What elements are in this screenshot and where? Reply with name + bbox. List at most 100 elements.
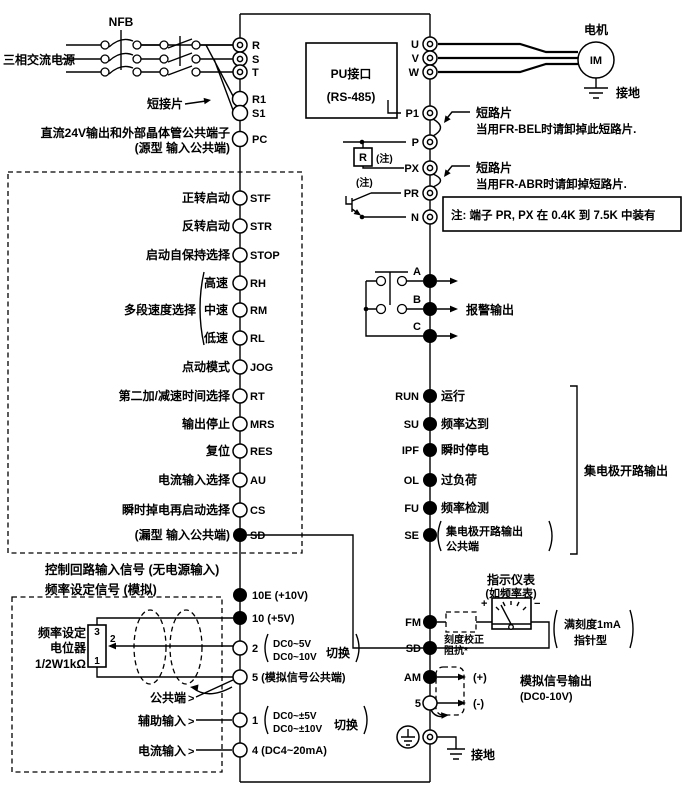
se-desc-parens [437,520,553,552]
terminal-rl-label: RL [250,333,265,345]
terminal-1-switch-label: 切换 [334,717,359,732]
note-box [442,196,682,232]
meter-minus-label: − [534,598,540,610]
alarm-output-label: 报警输出 [466,302,514,317]
analog-plus-label: (+) [473,672,487,684]
pot-desc-line1: 频率设定 [38,625,86,640]
terminal-stf-label: STF [250,193,271,205]
au-desc: 电流输入选择 [158,472,231,487]
note-mark-1: (注) [376,152,393,165]
motor-label: 电机 [584,22,608,37]
terminal-2-range-b: DC0~10V [273,652,317,663]
terminal-2-label: 2 [252,643,258,655]
pot-pin2-label: 2 [110,634,116,645]
control-input-dashed-box [7,171,303,554]
terminal-sd-right-label: SD [406,643,421,655]
terminal-px-label: PX [404,163,419,175]
dc-bus-circuit [343,100,470,220]
terminal-au-label: AU [250,475,266,487]
rh-desc: 高速 [204,275,228,290]
meter-spec-line1: 满刻度1mA [564,617,621,631]
stf-desc: 正转启动 [182,190,230,205]
alarm-relay-circuit [363,271,458,340]
terminal-4-label: 4 (DC4~20mA) [252,745,327,757]
jog-desc: 点动模式 [182,359,230,374]
section-control-input: 控制回路输入信号 (无电源输入) [45,562,219,577]
terminal-pr-label: PR [404,188,419,200]
cs-desc: 瞬时掉电再启动选择 [122,502,231,517]
terminal-u-label: U [411,39,419,51]
analog-output-label: 模拟信号输出 [520,673,592,688]
terminal-se-label: SE [404,530,419,542]
pc-desc-line2: (源型 输入公共端) [135,140,230,155]
potentiometer-circuit [87,609,234,751]
left-terminal-circles [231,37,249,758]
pc-desc-line1: 直流24V输出和外部晶体管公共端子 [41,125,230,140]
note-mark-2: (注) [356,176,373,189]
stop-desc: 启动自保持选择 [146,247,231,262]
terminal-rh-label: RH [250,278,266,290]
calibration-resistor-line1: 刻度校正 [444,633,484,646]
pot-pin1-label: 1 [94,656,100,667]
terminal-n-label: N [411,212,419,224]
terminal-r-label: R [252,40,260,52]
relay-terminal-b-label: B [413,294,421,306]
current-input-label: 电流输入 [138,743,186,758]
pot-desc-line2: 电位器 [50,640,87,655]
terminal-5-label: 5 (模拟信号公共端) [252,670,346,684]
terminal-2-switch-label: 切换 [326,645,351,660]
terminal-res-label: RES [250,446,273,458]
terminal-1-label: 1 [252,715,258,727]
terminal-1-range-parens [264,705,368,735]
relay-terminal-a-label: A [413,266,421,278]
terminal-s-label: S [252,54,259,66]
terminal-fm-label: FM [405,617,421,629]
open-collector-bracket [570,385,578,555]
terminal-jog-label: JOG [250,362,273,374]
analog-minus-label: (-) [473,698,484,710]
se-desc-line1: 集电极开路输出 [445,524,523,538]
ground-circuit [396,725,465,760]
jumper-bar-label: 短接片 [147,96,183,111]
ol-desc: 过负荷 [441,472,477,487]
terminal-am-label: AM [404,672,421,684]
su-desc: 频率达到 [441,416,489,431]
current-arrow-mark: > [188,746,194,758]
common-arrow-mark: > [188,693,194,705]
nfb-label: NFB [109,15,134,29]
terminal-mrs-label: MRS [250,419,274,431]
se-desc-line2: 公共端 [446,539,479,553]
meter-plus-label: + [481,598,487,610]
pu-interface-box [305,42,398,119]
terminal-ipf-label: IPF [402,445,419,457]
meter-title-line1: 指示仪表 [487,572,536,587]
relay-terminal-c-label: C [413,321,421,333]
terminal-2-range-a: DC0~5V [273,639,311,650]
terminal-10-label: 10 (+5V) [252,613,295,625]
fu-desc: 频率检测 [441,500,489,515]
motor-im-label: IM [590,55,602,67]
terminal-sd-label: SD [250,530,265,542]
terminal-run-label: RUN [395,391,419,403]
motor-ground-label: 接地 [616,85,640,100]
brake-resistor-label: R [359,152,367,164]
analog-output-circuit [430,666,466,719]
terminal-stop-label: STOP [250,250,280,262]
terminal-1-range-b: DC0~±10V [273,724,322,735]
terminal-5-right-label: 5 [415,698,421,710]
right-terminal-circles [422,36,438,745]
rm-desc: 中速 [204,302,228,317]
terminal-r1-label: R1 [252,94,266,106]
three-phase-source-label: 三相交流电源 [3,52,75,67]
terminal-s1-label: S1 [252,108,265,120]
terminal-1-range-a: DC0~±5V [273,711,317,722]
terminal-ol-label: OL [404,475,420,487]
terminal-rt-label: RT [250,391,265,403]
motor-circuit [438,41,615,99]
open-collector-group-label: 集电极开路输出 [583,463,668,478]
aux-input-label: 辅助输入 [138,713,186,728]
terminal-p-label: P [412,137,419,149]
multi-speed-label: 多段速度选择 [124,302,197,317]
